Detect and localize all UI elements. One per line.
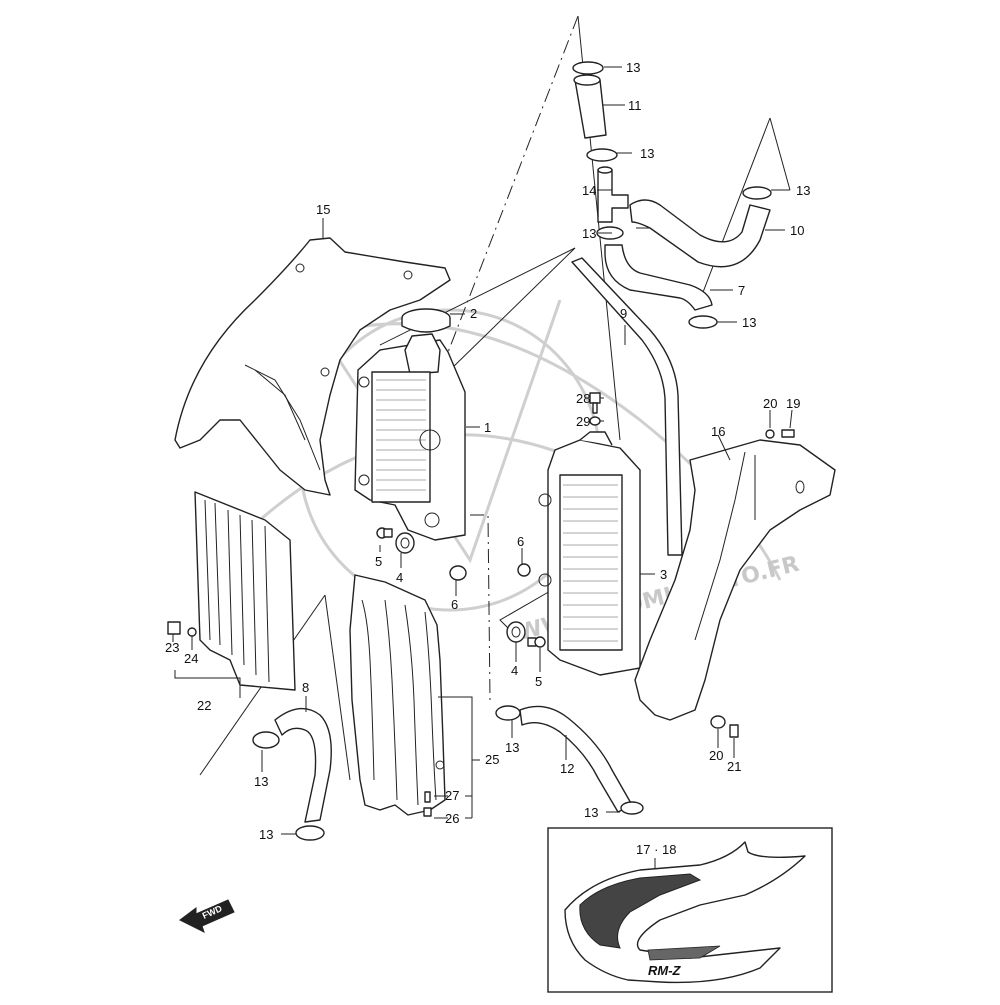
left-radiator <box>354 333 466 541</box>
decal-inset: 17 · 18 RM-Z <box>547 827 833 993</box>
right-radiator <box>538 431 641 676</box>
callout-26: 26 <box>445 811 459 826</box>
lower-left-hose <box>274 707 332 823</box>
callout-25: 25 <box>485 752 499 767</box>
callout-6: 6 <box>451 597 458 612</box>
callout-3: 3 <box>660 567 667 582</box>
callout-14: 14 <box>582 183 596 198</box>
washer-29 <box>589 416 601 426</box>
forward-arrow-icon: FWD <box>179 899 235 933</box>
callout-13: 13 <box>259 827 273 842</box>
radiator-guard <box>349 574 446 816</box>
callout-16: 16 <box>711 424 725 439</box>
callout-13: 13 <box>505 740 519 755</box>
callout-28: 28 <box>576 391 590 406</box>
callout-13: 13 <box>584 805 598 820</box>
washer-20-upper <box>765 429 775 439</box>
callout-5: 5 <box>375 554 382 569</box>
lower-right-hose <box>519 705 633 813</box>
washer-20-lower <box>710 715 726 729</box>
right-radiator-shroud <box>634 439 836 721</box>
callout-20: 20 <box>709 748 723 763</box>
callout-labels: 13 11 13 14 13 13 10 7 13 9 2 1 15 5 4 6… <box>165 60 810 842</box>
bolt-19 <box>781 429 795 438</box>
leader-lines <box>172 66 793 835</box>
hose-clamp-13-mid <box>495 705 521 721</box>
upper-hose-11 <box>573 74 607 139</box>
callout-13: 13 <box>742 315 756 330</box>
callout-7: 7 <box>738 283 745 298</box>
callout-13: 13 <box>254 774 268 789</box>
right-bolt-5 <box>527 636 546 648</box>
inset-label: 17 · 18 <box>636 842 676 857</box>
hose-7 <box>604 244 713 311</box>
callout-6: 6 <box>517 534 524 549</box>
right-grommet-4 <box>506 621 526 643</box>
radiator-cap <box>401 308 451 333</box>
hose-clamp-13-upper-hose-bottom <box>586 148 618 162</box>
callout-5: 5 <box>535 674 542 689</box>
bolt-27 <box>424 791 431 803</box>
callout-4: 4 <box>396 570 403 585</box>
t-joint-14 <box>597 166 629 223</box>
right-clip-6 <box>517 563 531 577</box>
hose-clamp-13-hose7 <box>688 315 718 329</box>
left-grommet-4 <box>395 532 415 554</box>
callout-13: 13 <box>582 226 596 241</box>
hose-clamp-13-right <box>742 186 772 200</box>
hose-clamp-13-left-upper <box>252 731 280 749</box>
nut-24 <box>187 627 197 637</box>
callout-13: 13 <box>626 60 640 75</box>
callout-15: 15 <box>316 202 330 217</box>
callout-13: 13 <box>796 183 810 198</box>
callout-19: 19 <box>786 396 800 411</box>
callout-11: 11 <box>628 98 642 113</box>
left-bolt-5 <box>376 527 393 539</box>
left-radiator-louver <box>194 491 296 691</box>
hose-clamp-13-left-lower <box>295 825 325 841</box>
bolt-21 <box>729 724 739 738</box>
callout-22: 22 <box>197 698 211 713</box>
hose-clamp-13-top <box>572 61 604 75</box>
hose-clamp-13-lower-right <box>620 801 644 815</box>
callout-21: 21 <box>727 759 741 774</box>
clip-23 <box>167 621 181 635</box>
callout-23: 23 <box>165 640 179 655</box>
callout-24: 24 <box>184 651 198 666</box>
callout-4: 4 <box>511 663 518 678</box>
callout-29: 29 <box>576 414 590 429</box>
callout-27: 27 <box>445 788 459 803</box>
callout-12: 12 <box>560 761 574 776</box>
left-radiator-shroud <box>174 237 451 496</box>
hose-10 <box>629 199 771 268</box>
clip-26 <box>423 807 432 817</box>
left-clip-6 <box>449 565 467 581</box>
inset-model-logo: RM-Z <box>648 963 682 978</box>
callout-1: 1 <box>484 420 491 435</box>
callout-10: 10 <box>790 223 804 238</box>
callout-2: 2 <box>470 306 477 321</box>
callout-20: 20 <box>763 396 777 411</box>
callout-8: 8 <box>302 680 309 695</box>
callout-13: 13 <box>640 146 654 161</box>
callout-9: 9 <box>620 306 627 321</box>
